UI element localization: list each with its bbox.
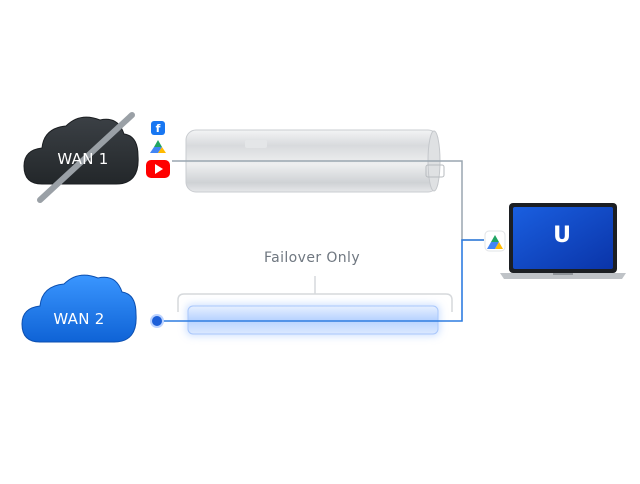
google-drive-icon bbox=[484, 230, 506, 252]
failover-bracket bbox=[177, 276, 453, 312]
failover-label: Failover Only bbox=[263, 250, 361, 266]
wan2-port-node bbox=[150, 314, 164, 328]
facebook-icon: f bbox=[151, 121, 165, 135]
wan2-label: WAN 2 bbox=[53, 310, 105, 328]
disabled-slash-icon bbox=[37, 112, 135, 203]
wan2-connection-line bbox=[158, 239, 484, 322]
laptop bbox=[500, 203, 626, 279]
wan2-cloud bbox=[21, 274, 137, 343]
wan1-cloud bbox=[23, 112, 139, 203]
wan2-tube bbox=[186, 304, 440, 336]
ubiquiti-logo-icon: U bbox=[553, 223, 571, 248]
google-drive-icon-small bbox=[150, 140, 166, 153]
wan1-label: WAN 1 bbox=[57, 150, 109, 168]
youtube-icon bbox=[146, 160, 170, 178]
